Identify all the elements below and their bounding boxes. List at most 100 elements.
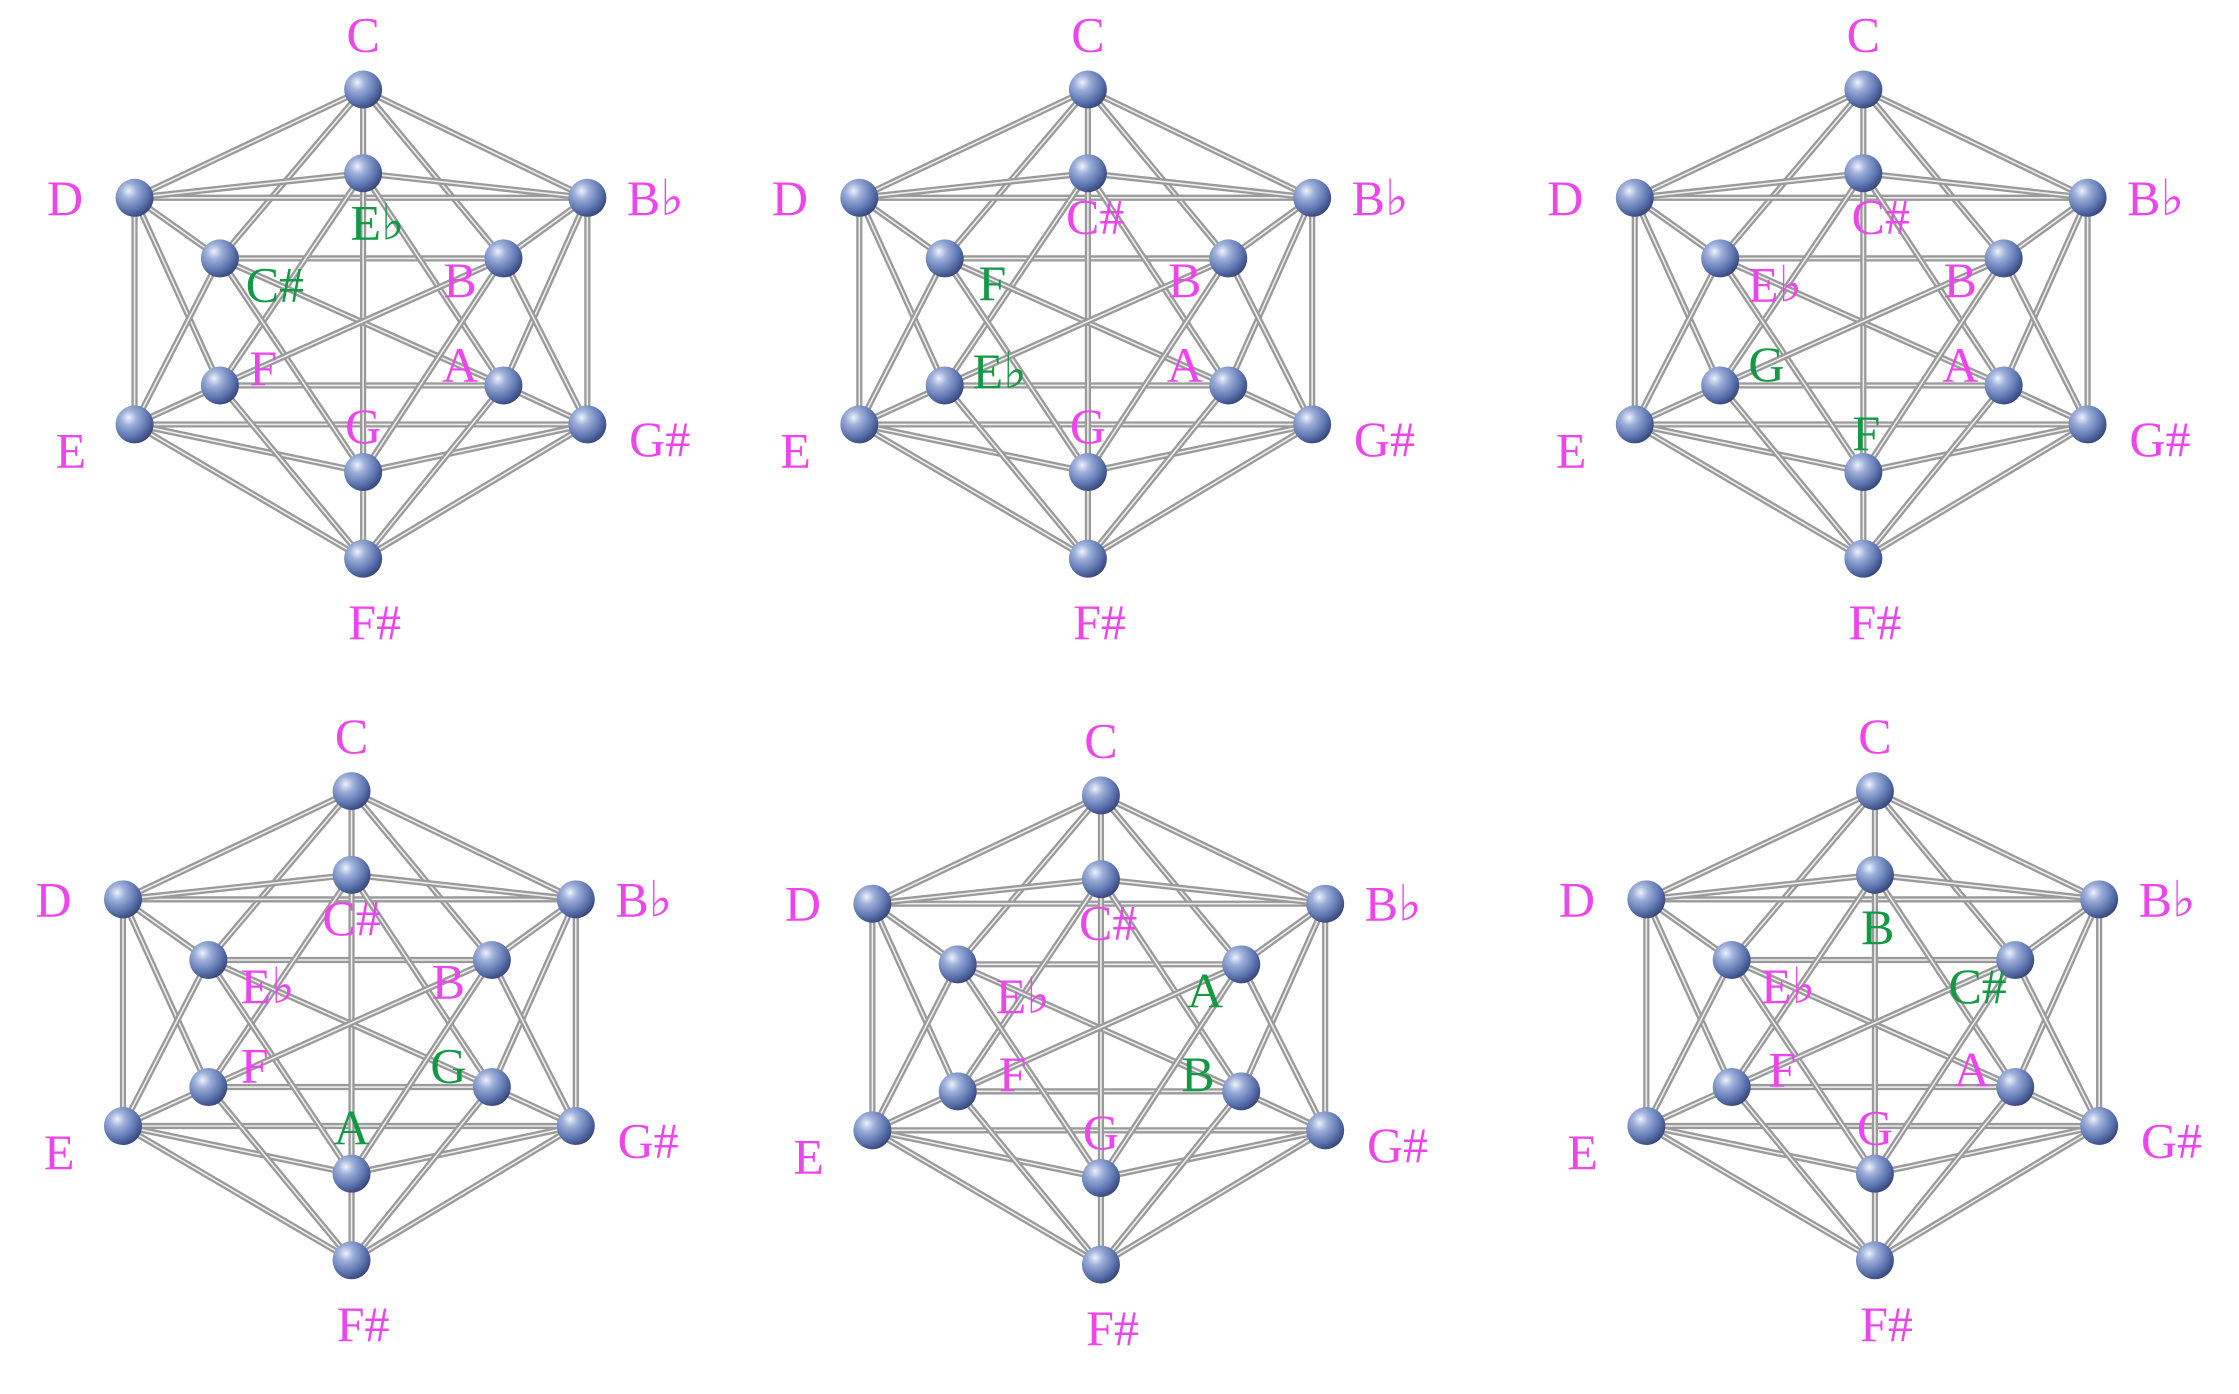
edge-highlight xyxy=(362,384,505,560)
edge-highlight xyxy=(858,88,1089,199)
note-label: B♭ xyxy=(1352,170,1409,226)
vertex-node xyxy=(1855,855,1894,894)
edge-highlight xyxy=(1100,794,1326,905)
vertex-node xyxy=(484,366,523,405)
note-label: G xyxy=(1857,1099,1893,1155)
edge-highlight xyxy=(362,88,505,260)
edge-highlight xyxy=(1730,1086,1876,1262)
vertex-node xyxy=(1068,539,1107,578)
vertex-node xyxy=(115,178,154,217)
note-label: D xyxy=(1559,871,1595,927)
edge-highlight xyxy=(133,423,364,560)
vertex-node xyxy=(938,1072,977,1111)
edge-highlight xyxy=(502,196,589,387)
edge-highlight xyxy=(1719,88,1865,260)
edge-highlight xyxy=(1633,88,1865,199)
vertex-node xyxy=(1844,539,1883,578)
vertex-node xyxy=(1701,239,1740,278)
note-label: C# xyxy=(322,890,380,946)
edge-highlight xyxy=(491,959,577,1127)
edge-highlight xyxy=(1862,172,2005,387)
edge-highlight xyxy=(207,1086,353,1262)
edge-highlight xyxy=(1719,172,1865,387)
vertex-node xyxy=(556,880,595,919)
vertex-node xyxy=(1855,1154,1894,1193)
edge-highlight xyxy=(350,1086,493,1262)
note-label: G# xyxy=(1354,411,1415,467)
note-label: G# xyxy=(2141,1112,2202,1168)
edge-highlight xyxy=(1862,423,2089,473)
edge-highlight xyxy=(1730,959,2017,1088)
vertex-node xyxy=(103,880,142,919)
vertex-node xyxy=(103,1107,142,1146)
note-label: F xyxy=(979,255,1007,311)
vertex-node xyxy=(2080,880,2119,919)
edge-highlight xyxy=(362,423,589,560)
edge-highlight xyxy=(1633,257,1721,426)
edge-highlight xyxy=(858,257,946,426)
note-label: E♭ xyxy=(973,343,1027,399)
edge-highlight xyxy=(1874,874,2017,1088)
vertex-node xyxy=(1222,945,1261,984)
vertex-node xyxy=(568,405,607,444)
vertex-node xyxy=(1844,453,1883,492)
vertex-node xyxy=(1306,1111,1345,1150)
vertex-node xyxy=(1209,239,1248,278)
vertex-node xyxy=(472,940,511,979)
edge-highlight xyxy=(1874,1125,2100,1175)
edge-highlight xyxy=(956,794,1102,966)
note-label: B xyxy=(443,252,476,308)
note-label: C# xyxy=(1948,958,2006,1014)
note-label: B♭ xyxy=(1365,876,1422,932)
edge-highlight xyxy=(122,959,210,1127)
edge-highlight xyxy=(858,423,1089,560)
vertex-node xyxy=(1701,366,1740,405)
note-label: D xyxy=(35,871,71,927)
vertex-node xyxy=(1855,772,1894,811)
vertex-node xyxy=(1712,1068,1751,1107)
edge-highlight xyxy=(1862,88,2005,260)
edge-highlight xyxy=(122,1125,353,1262)
vertex-node xyxy=(200,239,239,278)
note-label: C xyxy=(1847,7,1880,63)
edge-highlight xyxy=(1227,196,1313,387)
vertex-node xyxy=(1068,70,1107,109)
note-label: F xyxy=(1852,405,1880,461)
vertex-node xyxy=(1068,154,1107,193)
note-label: G xyxy=(1070,398,1106,454)
edge-highlight xyxy=(1240,902,1326,1093)
vertex-node xyxy=(1844,70,1883,109)
edge-highlight xyxy=(350,1125,577,1175)
note-label: B♭ xyxy=(627,170,684,226)
vertex-node xyxy=(1984,239,2023,278)
vertex-node xyxy=(1081,1245,1120,1284)
edge-highlight xyxy=(133,423,364,473)
edge-highlight xyxy=(1862,172,2089,199)
edge-highlight xyxy=(1874,959,2017,1175)
edge-highlight xyxy=(1719,384,1865,560)
edge-highlight xyxy=(1100,1129,1326,1266)
note-label: B xyxy=(1181,1046,1214,1102)
edge-highlight xyxy=(350,959,493,1175)
edge-highlight xyxy=(1874,790,2100,901)
note-label: F# xyxy=(1086,1300,1139,1356)
edge-highlight xyxy=(1633,172,1865,199)
vertex-node xyxy=(344,70,383,109)
vertex-node xyxy=(1293,178,1332,217)
edge-highlight xyxy=(350,874,577,901)
edge-highlight xyxy=(956,878,1102,1093)
vertex-node xyxy=(200,366,239,405)
edge-highlight xyxy=(362,172,505,387)
note-label: E♭ xyxy=(1748,256,1802,312)
note-label: F xyxy=(999,1046,1027,1102)
edge-highlight xyxy=(133,257,221,426)
edge-highlight xyxy=(350,874,493,1088)
edge-highlight xyxy=(1633,196,1721,387)
edge-highlight xyxy=(1730,790,1876,961)
edge-highlight xyxy=(122,790,353,901)
vertex-node xyxy=(332,1241,371,1280)
note-label: D xyxy=(47,170,83,226)
edge-highlight xyxy=(1730,874,1876,1088)
